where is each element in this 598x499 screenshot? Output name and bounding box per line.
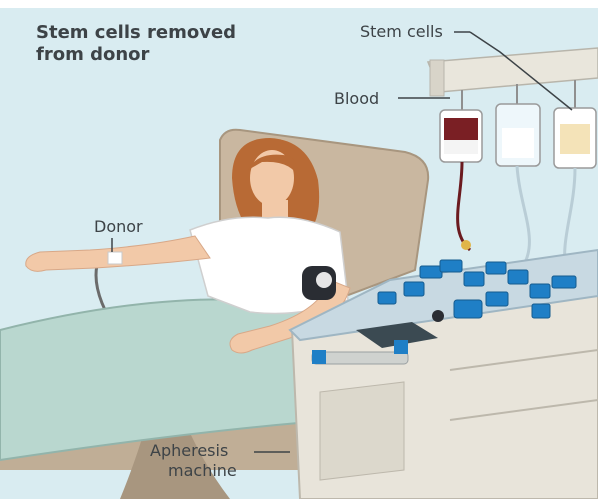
diagram-title-line2: from donor [36, 44, 150, 65]
tube-clamp [461, 240, 471, 250]
label-donor: Donor [94, 217, 143, 236]
label-stem-cells: Stem cells [360, 22, 443, 41]
diagram-title-line1: Stem cells removed [36, 22, 236, 43]
label-apheresis-line2: machine [168, 461, 237, 480]
label-apheresis-line1: Apheresis [150, 441, 228, 460]
label-blood: Blood [334, 89, 379, 108]
top-border [0, 0, 598, 8]
